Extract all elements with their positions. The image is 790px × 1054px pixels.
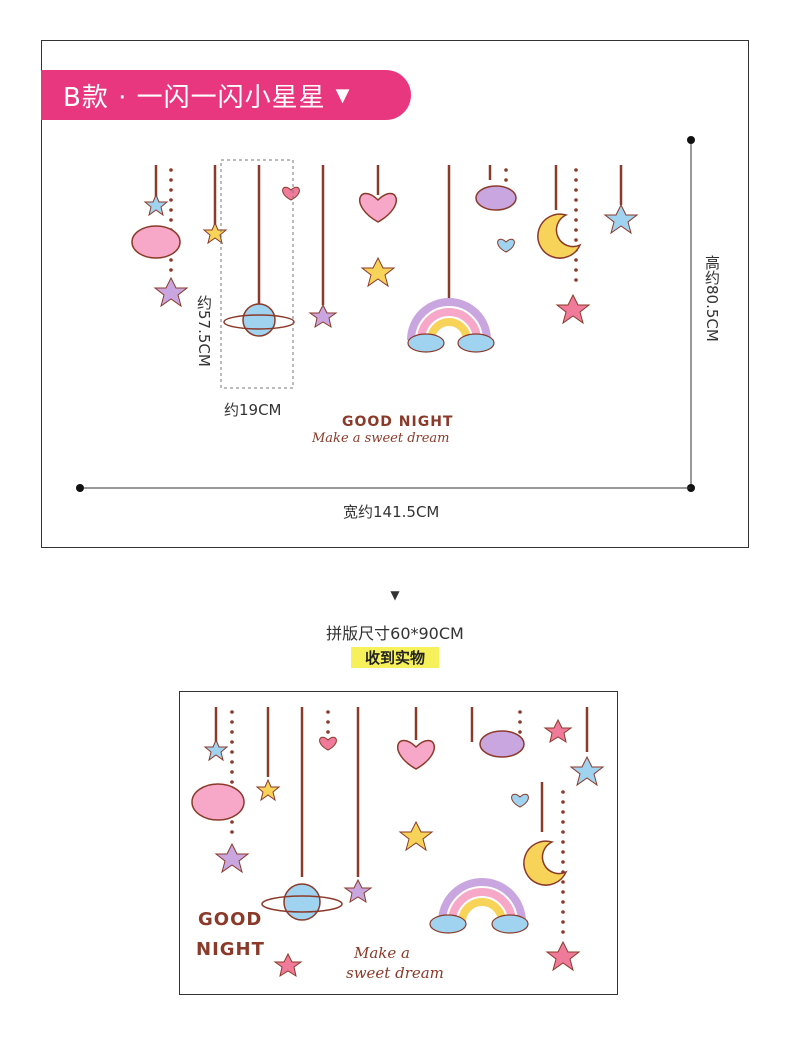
style-title: B款 · 一闪一闪小星星	[63, 82, 326, 113]
wall-sticker-artwork	[131, 159, 639, 389]
style-title-pill: B款 · 一闪一闪小星星 ▼	[41, 70, 411, 120]
sheet-artwork	[191, 707, 605, 978]
caret-down-icon: ▼	[390, 588, 400, 602]
sheet-size-label: 拼版尺寸60*90CM	[326, 624, 464, 643]
tagline-text: Make a sweet dream	[312, 431, 450, 446]
caret-down-icon: ▼	[335, 84, 350, 106]
received-label-wrap: 收到实物	[0, 647, 790, 668]
sweet-dream-text: sweet dream	[346, 964, 444, 982]
good-text: GOOD	[198, 909, 263, 930]
piece-height-label: 约57.5CM	[195, 295, 213, 367]
received-label: 收到实物	[350, 647, 439, 668]
good-night-text: GOOD NIGHT	[342, 414, 454, 430]
night-text: NIGHT	[196, 939, 265, 960]
sticker-sheet: GOOD NIGHT Make a sweet dream	[179, 691, 618, 995]
height-label: 高约80.5CM	[703, 255, 721, 342]
piece-width-label: 约19CM	[224, 401, 282, 419]
preview-panel	[41, 40, 749, 548]
width-label: 宽约141.5CM	[343, 503, 440, 521]
make-a-text: Make a	[354, 944, 410, 962]
dimension-lines	[76, 136, 695, 492]
